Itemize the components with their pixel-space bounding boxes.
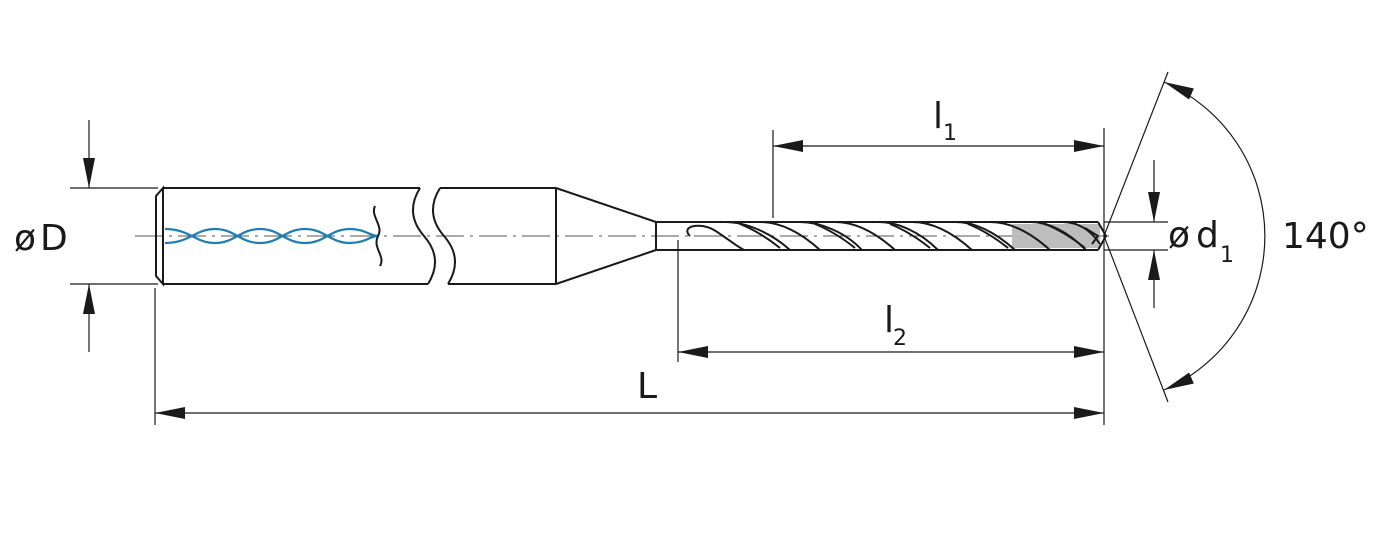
label-dia-shank-symbol: ø bbox=[14, 218, 36, 259]
label-point-angle: 140° bbox=[1282, 216, 1369, 257]
label-l1-sub: 1 bbox=[943, 121, 957, 146]
label-dia-tip-sub: 1 bbox=[1220, 243, 1234, 268]
label-l2: l bbox=[884, 300, 894, 341]
fluted-body bbox=[686, 221, 1108, 251]
label-dia-tip-symbol: ø bbox=[1168, 215, 1190, 256]
label-dia-tip: d bbox=[1196, 215, 1219, 256]
label-l2-sub: 2 bbox=[893, 326, 907, 351]
coolant-channels bbox=[164, 227, 379, 245]
label-total-length: L bbox=[637, 366, 657, 407]
label-dia-shank: D bbox=[40, 218, 68, 259]
shank bbox=[155, 185, 720, 287]
extension-lines bbox=[70, 71, 1169, 425]
label-l1: l bbox=[933, 96, 943, 137]
channel-break bbox=[372, 205, 383, 267]
dim-angle-arc bbox=[1163, 81, 1266, 391]
dimension-lines bbox=[83, 81, 1266, 419]
